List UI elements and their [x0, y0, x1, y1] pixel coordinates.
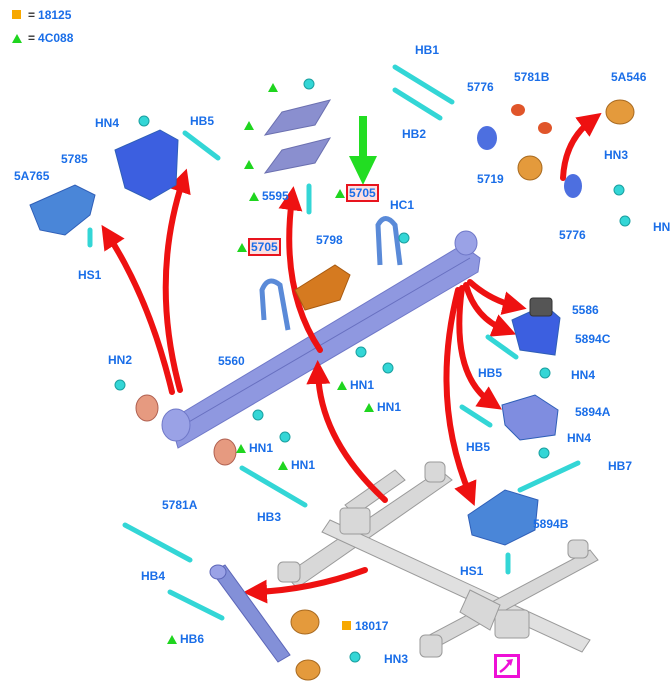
callout-5894b[interactable]: 5894B — [533, 517, 569, 531]
triangle-icon — [244, 121, 254, 130]
callout-5a546[interactable]: 5A546 — [611, 70, 647, 84]
arrow-to-5894a — [456, 285, 502, 410]
callout-hb1[interactable]: HB1 — [415, 43, 440, 57]
arrow-northeast-icon — [499, 659, 513, 674]
callout-hn1[interactable]: HN1 — [278, 458, 315, 472]
callout-hn1[interactable]: HN1 — [236, 441, 273, 455]
bracket-5785 — [114, 129, 179, 201]
callout-hb5-mid[interactable]: HB5 — [478, 366, 503, 380]
arrow-to-5785 — [162, 168, 191, 393]
callout-hs1-right[interactable]: HS1 — [460, 564, 484, 578]
callout-hb5[interactable]: HB5 — [190, 114, 215, 128]
arrow-to-5595 — [278, 186, 323, 353]
triangle-icon — [237, 243, 247, 252]
callout-hn3-bottom[interactable]: HN3 — [384, 652, 409, 666]
nuts — [114, 78, 631, 663]
callout-hb6[interactable]: HB6 — [167, 632, 204, 646]
callout-5798[interactable]: 5798 — [316, 233, 343, 247]
callout-5595[interactable]: 5595 — [249, 189, 289, 203]
callout-5894c[interactable]: 5894C — [575, 332, 611, 346]
callout-5785[interactable]: 5785 — [61, 152, 88, 166]
triangle-icon — [335, 189, 345, 198]
triangle-icon — [167, 635, 177, 644]
callout-hb7[interactable]: HB7 — [608, 459, 633, 473]
arrow-to-5a765 — [101, 224, 175, 395]
triangle-icon — [278, 461, 288, 470]
arrow-to-5894b — [443, 287, 477, 507]
callout-hs1[interactable]: HS1 — [78, 268, 102, 282]
callout-hn1[interactable]: HN1 — [337, 378, 374, 392]
pads — [263, 99, 332, 174]
bracket-5894a — [501, 394, 559, 441]
callout-5894a[interactable]: 5894A — [575, 405, 611, 419]
legend-code: 4C088 — [38, 31, 74, 45]
triangle-icon — [337, 381, 347, 390]
arrow-to-5586 — [467, 279, 527, 315]
legend-item-square: =18125 — [12, 8, 71, 22]
square-icon — [12, 10, 21, 19]
triangle-icon — [364, 403, 374, 412]
bushings — [135, 99, 635, 681]
callout-hn1[interactable]: HN1 — [364, 400, 401, 414]
rear-axle-assembly — [277, 461, 599, 658]
navigate-assembly-button[interactable] — [494, 654, 520, 678]
legend-item-triangle: =4C088 — [12, 31, 73, 45]
callout-hb2[interactable]: HB2 — [402, 127, 427, 141]
callout-18017[interactable]: 18017 — [342, 619, 388, 633]
callout-hc1[interactable]: HC1 — [390, 198, 415, 212]
bracket-5894b — [467, 489, 539, 546]
callout-hb4[interactable]: HB4 — [141, 569, 166, 583]
legend-code: 18125 — [38, 8, 72, 22]
arrow-to-5894c — [463, 282, 517, 337]
callout-hb5-low[interactable]: HB5 — [466, 440, 491, 454]
callout-5705-left[interactable]: 5705 — [237, 238, 281, 256]
triangle-icon — [236, 444, 246, 453]
arrow-to-5a546 — [560, 112, 602, 181]
triangle-icon — [244, 160, 254, 169]
callout-hn4[interactable]: HN4 — [95, 116, 120, 130]
callout-5a765[interactable]: 5A765 — [14, 169, 50, 183]
leaf-spring — [161, 230, 481, 449]
callout-5781a[interactable]: 5781A — [162, 498, 198, 512]
triangle-icon — [249, 192, 259, 201]
callout-hn4-low[interactable]: HN4 — [567, 431, 592, 445]
u-bolts — [259, 216, 403, 331]
shock-absorber — [209, 564, 291, 663]
arrow-to-spring — [306, 360, 388, 503]
arrow-to-shock — [243, 567, 368, 604]
callout-5781b[interactable]: 5781B — [514, 70, 550, 84]
callout-5560[interactable]: 5560 — [218, 354, 245, 368]
bracket-parts — [29, 129, 561, 546]
square-icon — [342, 621, 351, 630]
callout-5776-top[interactable]: 5776 — [467, 80, 494, 94]
callout-hn3[interactable]: HN3 — [604, 148, 629, 162]
callout-hn[interactable]: HN — [653, 220, 671, 234]
green-arrow — [349, 116, 377, 185]
callout-hb3[interactable]: HB3 — [257, 510, 282, 524]
callout-5776-bottom[interactable]: 5776 — [559, 228, 586, 242]
callout-hn2[interactable]: HN2 — [108, 353, 133, 367]
bracket-5a765 — [29, 184, 96, 236]
bolts — [87, 64, 581, 621]
callout-5719[interactable]: 5719 — [477, 172, 504, 186]
callout-5705-top[interactable]: 5705 — [335, 184, 379, 202]
triangle-icon — [12, 34, 22, 43]
callout-hn4-mid[interactable]: HN4 — [571, 368, 596, 382]
part-5586 — [529, 297, 553, 317]
callout-5586[interactable]: 5586 — [572, 303, 599, 317]
triangle-icon — [268, 83, 278, 92]
spring-seat-5798 — [294, 264, 351, 311]
red-arrows — [101, 112, 602, 604]
